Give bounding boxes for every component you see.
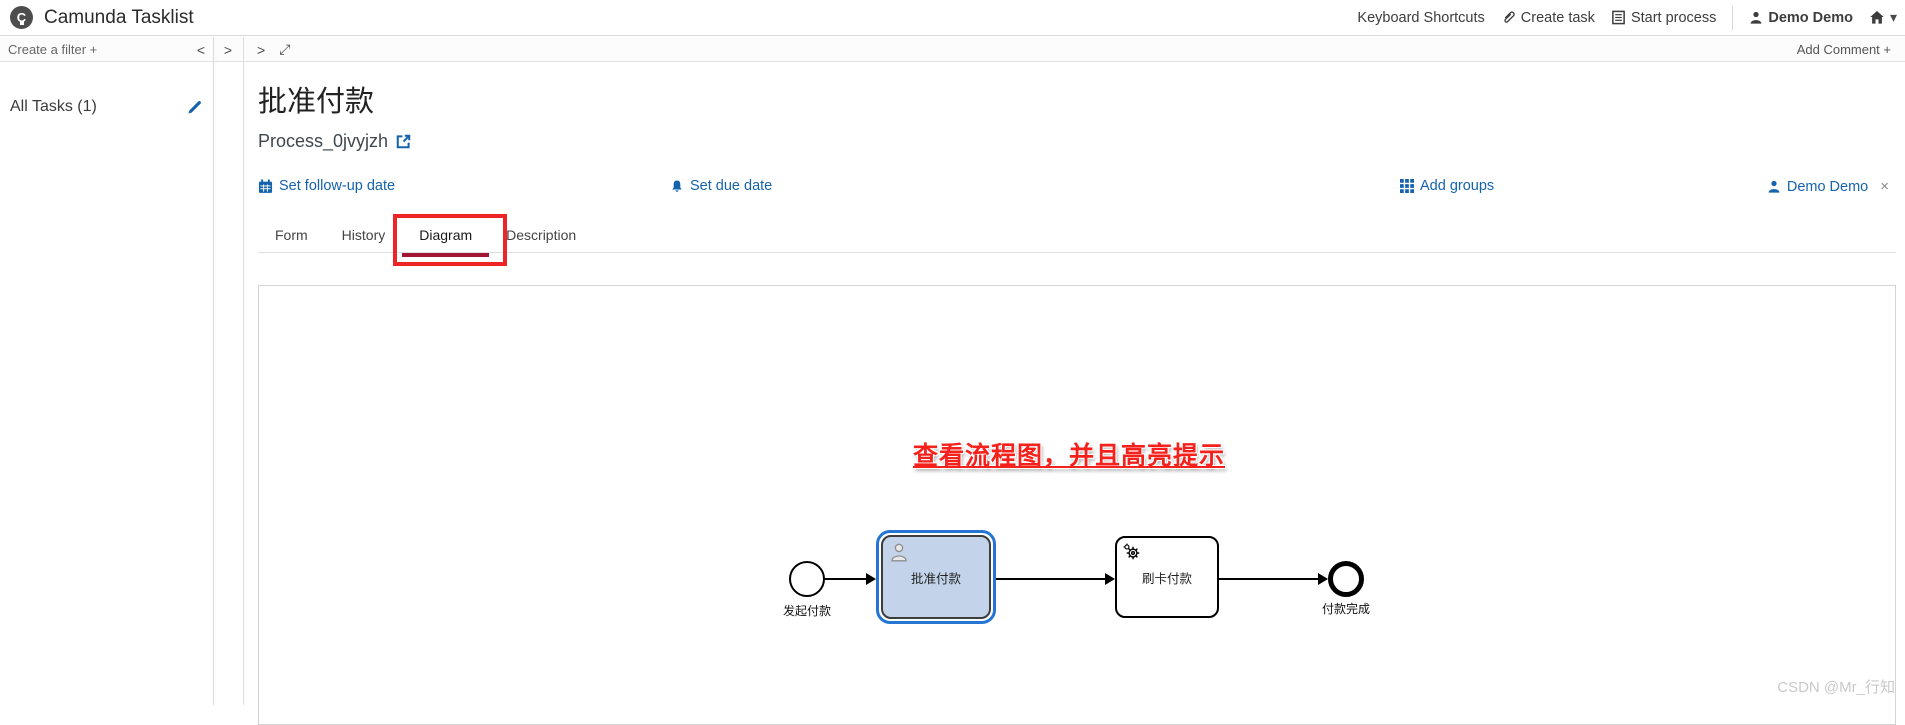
panel-divider-left <box>213 37 214 705</box>
app-title: Camunda Tasklist <box>44 6 194 28</box>
collapsed-tasklist-panel-header: > <box>213 37 243 62</box>
bell-icon <box>670 179 684 194</box>
task-detail-tabs: Form History Diagram Description <box>258 218 593 257</box>
bpmn-arrowhead <box>1318 573 1328 585</box>
bpmn-sequence-flow <box>1219 578 1319 580</box>
assignee-chip[interactable]: Demo Demo × <box>1767 178 1889 195</box>
start-process-button[interactable]: Start process <box>1611 10 1716 26</box>
topbar-divider <box>1732 5 1734 30</box>
bpmn-start-event <box>789 561 825 597</box>
home-menu[interactable]: ▾ <box>1869 9 1897 26</box>
calendar-icon <box>258 178 273 194</box>
external-link-icon[interactable] <box>395 133 412 150</box>
edit-filter-pencil-icon[interactable] <box>187 99 203 115</box>
create-filter-button[interactable]: Create a filter + <box>8 42 98 57</box>
user-task-person-icon <box>888 541 910 563</box>
expand-tasklist-chevron-icon[interactable]: > <box>223 41 233 58</box>
task-title: 批准付款 <box>258 86 375 118</box>
assignee-person-icon <box>1767 179 1781 194</box>
bpmn-arrowhead <box>1105 573 1115 585</box>
create-task-label: Create task <box>1520 9 1595 26</box>
add-groups-button[interactable]: Add groups <box>1400 178 1494 194</box>
create-task-button[interactable]: Create task <box>1501 10 1595 26</box>
bpmn-diagram-canvas[interactable]: 查看流程图，并且高亮提示 发起付款 批准付款 <box>258 285 1896 725</box>
bpmn-sequence-flow <box>996 578 1106 580</box>
person-icon <box>1749 10 1763 25</box>
start-process-label: Start process <box>1630 9 1717 26</box>
add-comment-button[interactable]: Add Comment + <box>1796 42 1891 57</box>
bpmn-start-event-label: 发起付款 <box>782 604 831 618</box>
home-icon <box>1869 10 1885 25</box>
top-bar: C Camunda Tasklist Keyboard Shortcuts Cr… <box>0 0 1905 36</box>
process-definition-row: Process_0jvyjzh <box>258 131 412 152</box>
remove-assignee-icon[interactable]: × <box>1880 178 1889 195</box>
bpmn-service-task: 刷卡付款 <box>1115 536 1219 618</box>
tabs-bottom-border <box>258 252 1896 253</box>
keyboard-shortcuts-link[interactable]: Keyboard Shortcuts <box>1357 10 1484 26</box>
filter-panel-header: Create a filter + < <box>0 37 213 62</box>
grid-icon <box>1400 179 1414 193</box>
bpmn-arrowhead <box>866 573 876 585</box>
annotation-text: 查看流程图，并且高亮提示 <box>912 442 1225 470</box>
process-list-icon <box>1611 10 1626 25</box>
sidebar-item-all-tasks[interactable]: All Tasks (1) <box>0 90 213 124</box>
tab-history[interactable]: History <box>341 227 386 243</box>
all-tasks-label: All Tasks (1) <box>10 98 97 115</box>
panel-divider-right <box>243 37 244 705</box>
bpmn-end-event-label: 付款完成 <box>1321 602 1370 616</box>
logo-letter: C <box>16 10 27 25</box>
add-groups-label: Add groups <box>1420 178 1495 194</box>
set-due-date-button[interactable]: Set due date <box>670 178 772 194</box>
task-panel-header: > ⤢ Add Comment + <box>243 37 1905 62</box>
bpmn-end-event <box>1328 561 1364 597</box>
bpmn-sequence-flow <box>825 578 867 580</box>
service-task-gears-icon <box>1122 542 1141 561</box>
watermark: CSDN @Mr_行知 <box>1777 679 1895 696</box>
set-followup-date-button[interactable]: Set follow-up date <box>258 178 395 194</box>
logo-notch <box>20 21 24 25</box>
bpmn-user-task-shape: 批准付款 <box>881 535 991 619</box>
user-menu[interactable]: Demo Demo <box>1749 10 1853 26</box>
maximize-icon[interactable]: ⤢ <box>279 41 291 57</box>
task-action-row: Set follow-up date Set due date Add grou… <box>0 178 1905 200</box>
collapse-task-chevron-icon[interactable]: > <box>257 41 266 58</box>
tab-description[interactable]: Description <box>506 227 577 243</box>
keyboard-shortcuts-label: Keyboard Shortcuts <box>1357 9 1485 26</box>
tab-diagram[interactable]: Diagram <box>402 218 490 257</box>
bpmn-user-task-label: 批准付款 <box>910 571 961 586</box>
collapse-filters-chevron-icon[interactable]: < <box>196 41 205 58</box>
caret-down-icon: ▾ <box>1889 9 1897 25</box>
user-name-label: Demo Demo <box>1768 9 1853 26</box>
set-followup-date-label: Set follow-up date <box>279 178 396 194</box>
assignee-name-label: Demo Demo <box>1786 178 1869 195</box>
bpmn-user-task-highlighted: 批准付款 <box>876 530 996 624</box>
tab-form[interactable]: Form <box>275 227 308 243</box>
secondary-toolbar: Create a filter + < > > ⤢ Add Comment + <box>0 37 1905 62</box>
bpmn-service-task-label: 刷卡付款 <box>1141 571 1192 586</box>
process-name-label: Process_0jvyjzh <box>258 131 389 151</box>
set-due-date-label: Set due date <box>690 178 773 194</box>
paperclip-icon <box>1501 10 1516 25</box>
top-bar-actions: Keyboard Shortcuts Create task Start pro… <box>1357 5 1905 30</box>
camunda-logo[interactable]: C <box>10 6 33 29</box>
